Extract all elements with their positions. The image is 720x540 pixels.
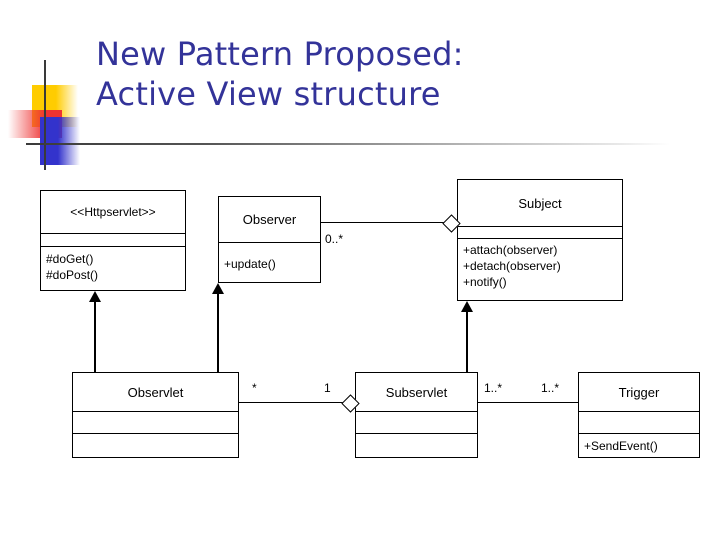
httpservlet-stereotype: <<Httpservlet>> bbox=[70, 205, 156, 219]
subservlet-class-name: Subservlet bbox=[385, 384, 448, 400]
assoc-observer-subject-line bbox=[321, 222, 450, 223]
observlet-attributes-compartment bbox=[73, 411, 238, 433]
class-box-subservlet[interactable]: Subservlet bbox=[355, 372, 478, 458]
subject-attributes-compartment bbox=[458, 226, 622, 238]
trigger-name-compartment: Trigger bbox=[579, 373, 699, 411]
trigger-operations-compartment: +SendEvent() bbox=[579, 433, 699, 457]
mult-subservlet-one: 1 bbox=[324, 381, 331, 395]
observlet-class-name: Observlet bbox=[127, 384, 184, 400]
mult-observer-subject: 0..* bbox=[325, 232, 344, 246]
gen-observlet-httpservlet-line bbox=[94, 302, 96, 372]
httpservlet-operation-doget: #doGet() bbox=[46, 252, 94, 266]
subject-operation-detach: +detach(observer) bbox=[463, 259, 561, 273]
mult-subservlet-many: 1..* bbox=[484, 381, 503, 395]
httpservlet-operation-dopost: #doPost() bbox=[46, 268, 99, 282]
subject-name-compartment: Subject bbox=[458, 180, 622, 226]
observer-name-compartment: Observer bbox=[219, 197, 320, 242]
gen-observlet-observer-arrowhead bbox=[212, 283, 224, 294]
logo-vertical-rule bbox=[44, 60, 46, 170]
observer-operation-update: +update() bbox=[224, 256, 276, 271]
subservlet-attributes-compartment bbox=[356, 411, 477, 433]
subject-operation-notify: +notify() bbox=[463, 275, 507, 289]
title-divider bbox=[26, 143, 670, 145]
subject-operations-compartment: +attach(observer) +detach(observer) +not… bbox=[458, 238, 622, 300]
blue-square-icon bbox=[40, 117, 80, 165]
class-box-observlet[interactable]: Observlet bbox=[72, 372, 239, 458]
mult-trigger-many: 1..* bbox=[541, 381, 560, 395]
httpservlet-attributes-compartment bbox=[41, 233, 185, 246]
class-box-observer[interactable]: Observer +update() bbox=[218, 196, 321, 283]
page-title: New Pattern Proposed: Active View struct… bbox=[96, 35, 464, 113]
gen-subservlet-subject-arrowhead bbox=[461, 301, 473, 312]
subservlet-operations-compartment bbox=[356, 433, 477, 457]
trigger-class-name: Trigger bbox=[618, 384, 660, 400]
class-box-subject[interactable]: Subject +attach(observer) +detach(observ… bbox=[457, 179, 623, 301]
subject-operation-attach: +attach(observer) bbox=[463, 243, 558, 257]
class-box-trigger[interactable]: Trigger +SendEvent() bbox=[578, 372, 700, 458]
httpservlet-operations-compartment: #doGet() #doPost() bbox=[41, 246, 185, 290]
gen-observlet-httpservlet-arrowhead bbox=[89, 291, 101, 302]
gen-subservlet-subject-line bbox=[466, 312, 468, 372]
trigger-operation-sendevent: +SendEvent() bbox=[584, 438, 658, 453]
gen-observlet-observer-line bbox=[217, 294, 219, 372]
httpservlet-name-compartment: <<Httpservlet>> bbox=[41, 191, 185, 233]
observer-operations-compartment: +update() bbox=[219, 242, 320, 284]
mult-observlet-star: * bbox=[252, 381, 257, 395]
observer-class-name: Observer bbox=[242, 212, 297, 227]
trigger-attributes-compartment bbox=[579, 411, 699, 433]
assoc-subservlet-trigger-line bbox=[478, 402, 578, 403]
assoc-observlet-subservlet-line bbox=[239, 402, 349, 403]
class-box-httpservlet[interactable]: <<Httpservlet>> #doGet() #doPost() bbox=[40, 190, 186, 291]
subservlet-name-compartment: Subservlet bbox=[356, 373, 477, 411]
observlet-operations-compartment bbox=[73, 433, 238, 457]
observlet-name-compartment: Observlet bbox=[73, 373, 238, 411]
subject-class-name: Subject bbox=[518, 195, 562, 211]
decorative-logo bbox=[0, 60, 220, 170]
